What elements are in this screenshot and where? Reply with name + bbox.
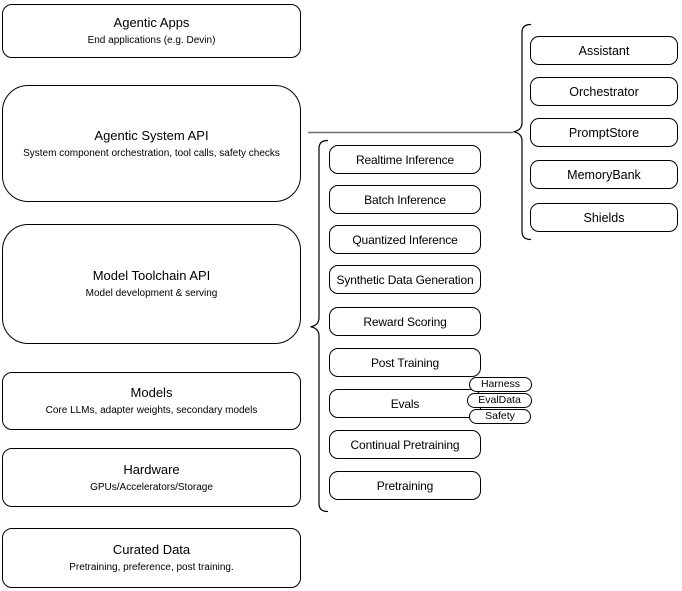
node-post-training: Post Training: [329, 348, 481, 377]
node-label: Synthetic Data Generation: [336, 272, 474, 287]
node-title: Model Toolchain API: [92, 268, 211, 283]
node-label: Batch Inference: [364, 192, 446, 207]
tag-label: Safety: [485, 410, 515, 422]
node-orchestrator: Orchestrator: [530, 77, 678, 106]
node-label: Reward Scoring: [363, 314, 447, 329]
node-title: Curated Data: [112, 542, 191, 557]
node-label: Assistant: [578, 43, 630, 58]
node-realtime-inference: Realtime Inference: [329, 145, 481, 174]
node-agentic-apps: Agentic Apps End applications (e.g. Devi…: [2, 4, 301, 58]
node-agentic-system-api: Agentic System API System component orch…: [2, 85, 301, 202]
eval-tag-safety: Safety: [469, 409, 531, 424]
node-label: MemoryBank: [567, 167, 641, 182]
node-continual-pretraining: Continual Pretraining: [329, 430, 481, 459]
node-subtitle: System component orchestration, tool cal…: [23, 147, 280, 159]
node-evals: Evals: [329, 389, 481, 418]
node-label: Orchestrator: [569, 84, 639, 99]
node-subtitle: Pretraining, preference, post training.: [69, 562, 234, 573]
node-reward-scoring: Reward Scoring: [329, 307, 481, 336]
node-promptstore: PromptStore: [530, 118, 678, 147]
node-hardware: Hardware GPUs/Accelerators/Storage: [2, 448, 301, 507]
node-memorybank: MemoryBank: [530, 160, 678, 189]
node-subtitle: GPUs/Accelerators/Storage: [90, 481, 213, 493]
node-label: PromptStore: [568, 125, 640, 140]
node-title: Agentic System API: [94, 127, 209, 143]
node-subtitle: Core LLMs, adapter weights, secondary mo…: [45, 405, 258, 416]
node-title: Agentic Apps: [113, 15, 190, 30]
node-title: Hardware: [123, 461, 180, 477]
node-quantized-inference: Quantized Inference: [329, 225, 481, 254]
node-subtitle: End applications (e.g. Devin): [87, 35, 216, 46]
node-model-toolchain-api: Model Toolchain API Model development & …: [2, 224, 301, 344]
node-label: Post Training: [370, 355, 440, 370]
node-curated-data: Curated Data Pretraining, preference, po…: [2, 528, 301, 588]
node-label: Pretraining: [376, 478, 434, 493]
node-label: Continual Pretraining: [350, 437, 460, 452]
node-synthetic-data-generation: Synthetic Data Generation: [329, 265, 481, 294]
node-models: Models Core LLMs, adapter weights, secon…: [2, 372, 301, 430]
node-label: Shields: [583, 210, 625, 225]
eval-tag-evaldata: EvalData: [467, 393, 532, 408]
node-assistant: Assistant: [530, 36, 678, 65]
eval-tag-harness: Harness: [469, 377, 532, 392]
tag-label: EvalData: [478, 394, 521, 406]
node-label: Evals: [390, 396, 420, 411]
node-label: Quantized Inference: [352, 232, 458, 247]
tag-label: Harness: [480, 378, 521, 390]
node-title: Models: [130, 385, 173, 400]
node-subtitle: Model development & serving: [85, 288, 218, 299]
node-label: Realtime Inference: [355, 152, 455, 167]
node-shields: Shields: [530, 203, 678, 232]
components-brace: [513, 23, 532, 241]
toolchain-brace: [310, 139, 329, 513]
node-pretraining: Pretraining: [329, 471, 481, 500]
node-batch-inference: Batch Inference: [329, 185, 481, 214]
